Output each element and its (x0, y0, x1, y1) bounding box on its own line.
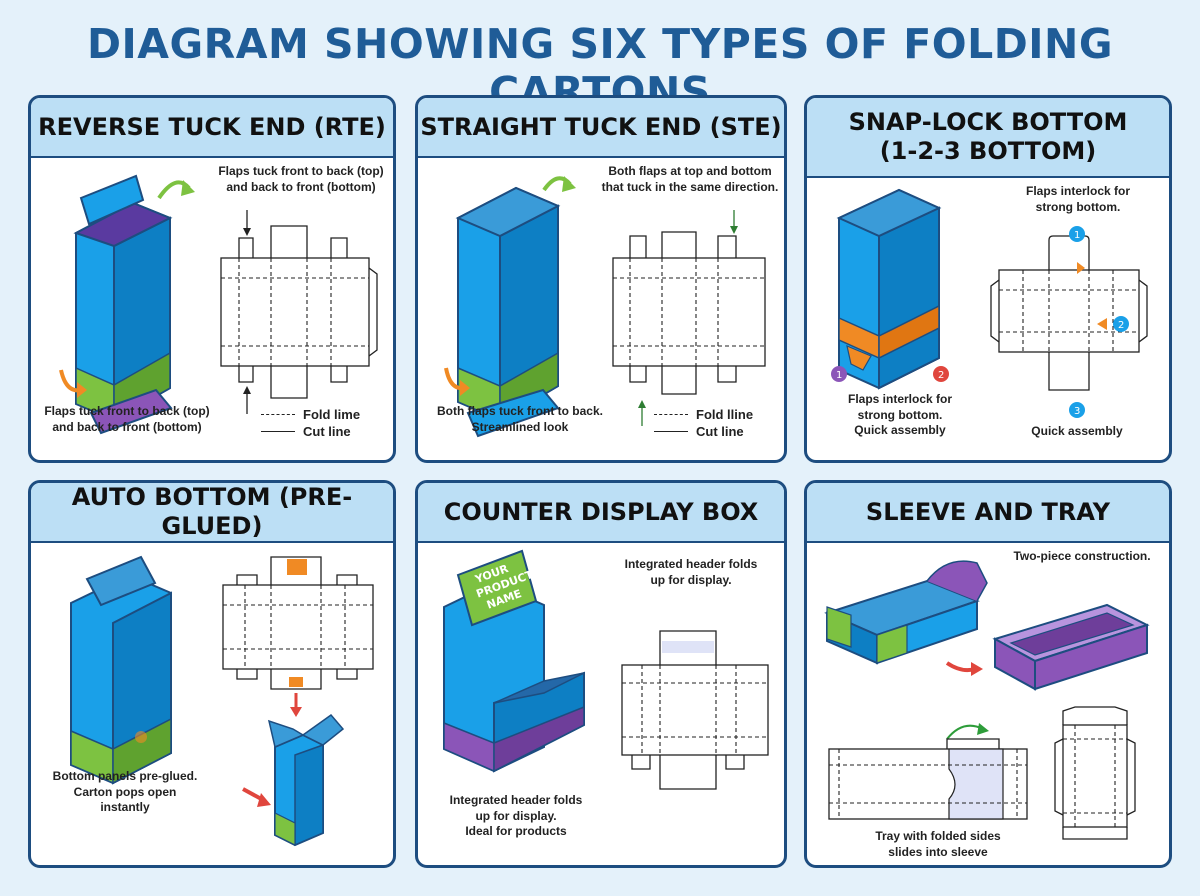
legend-cut-label: Cut line (696, 424, 744, 439)
panel-rte: REVERSE TUCK END (RTE) (28, 95, 396, 463)
panel-title: SNAP-LOCK BOTTOM (1-2-3 BOTTOM) (807, 98, 1169, 178)
panel-counter-display: COUNTER DISPLAY BOX YOURPRODUCTNAME (415, 480, 787, 868)
legend-fold-label: Fold lline (696, 407, 754, 422)
svg-text:3: 3 (1074, 406, 1080, 417)
panel-ste: STRAIGHT TUCK END (STE) (415, 95, 787, 463)
page-title: DIAGRAM SHOWING SIX TYPES OF FOLDING CAR… (86, 20, 1114, 116)
snap-lock-illustration: 1 2 1 2 3 (831, 188, 1148, 418)
rte-illustration (59, 174, 378, 435)
legend-fold-label: Fold lime (303, 407, 361, 422)
rte-note-bottom: Flaps tuck front to back (top) and back … (44, 404, 210, 434)
panel-snap-lock: SNAP-LOCK BOTTOM (1-2-3 BOTTOM) 1 2 1 (804, 95, 1172, 463)
ste-note-bottom: Both flaps tuck front to back. Streamlin… (436, 404, 603, 434)
sleeve-note-top: Two-piece construction. (1013, 549, 1151, 563)
svg-text:1: 1 (1074, 230, 1080, 241)
auto-note-bottom: Bottom panels pre-glued. Carton pops ope… (52, 769, 198, 815)
snap-note-bottom-right: Quick assembly (1031, 424, 1123, 438)
rte-legend: Fold lime Cut line (261, 406, 360, 440)
snap-note-top: Flaps interlock for strong bottom. (1025, 184, 1131, 214)
auto-bottom-illustration (70, 555, 374, 847)
sleeve-tray-illustration (824, 560, 1150, 840)
svg-text:2: 2 (1118, 320, 1124, 331)
counter-display-illustration: YOURPRODUCTNAME (443, 549, 769, 790)
counter-note-bottom: Integrated header folds up for display. … (449, 793, 583, 839)
sleeve-note-bottom: Tray with folded sides slides into sleev… (875, 829, 1001, 859)
legend-cut-label: Cut line (303, 424, 351, 439)
svg-text:2: 2 (938, 370, 944, 381)
panel-title: REVERSE TUCK END (RTE) (31, 98, 393, 158)
panel-title: SLEEVE AND TRAY (807, 483, 1169, 543)
counter-note-top: Integrated header folds up for display. (624, 557, 758, 587)
ste-note-top: Both flaps at top and bottom that tuck i… (601, 164, 779, 194)
panel-title: AUTO BOTTOM (PRE-GLUED) (31, 483, 393, 543)
rte-note-top: Flaps tuck front to back (top) and back … (218, 164, 384, 194)
svg-text:1: 1 (836, 370, 842, 381)
ste-legend: Fold lline Cut line (654, 406, 753, 440)
panel-auto-bottom: AUTO BOTTOM (PRE-GLUED) (28, 480, 396, 868)
snap-note-bottom: Flaps interlock for strong bottom. Quick… (847, 392, 953, 438)
panel-title: STRAIGHT TUCK END (STE) (418, 98, 784, 158)
ste-illustration (444, 176, 766, 438)
panel-title: COUNTER DISPLAY BOX (418, 483, 784, 543)
panel-sleeve-tray: SLEEVE AND TRAY (804, 480, 1172, 868)
